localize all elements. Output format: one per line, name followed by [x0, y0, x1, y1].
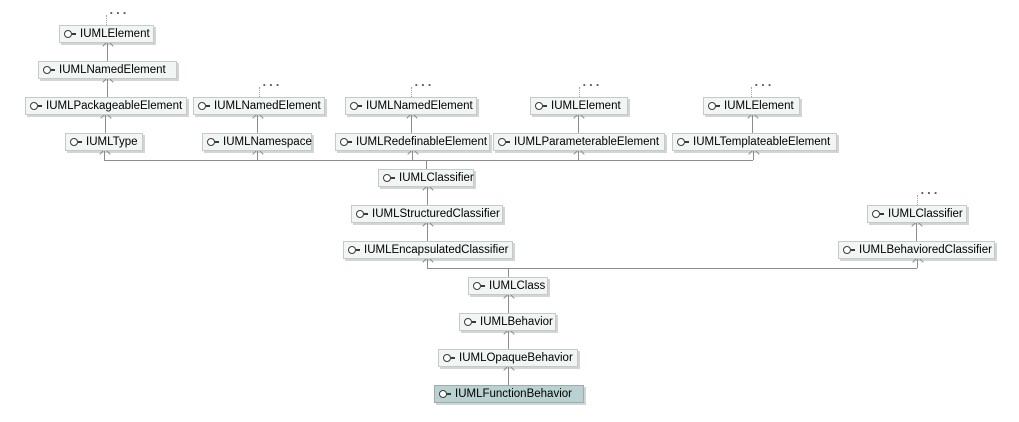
- inheritance-arrow: [252, 148, 264, 160]
- node-label: IUMLRedefinableElement: [356, 136, 488, 148]
- node-label: IUMLNamespace: [223, 136, 312, 148]
- dotted-connector: [917, 195, 918, 205]
- node-label: IUMLElement: [551, 100, 621, 112]
- node-label: IUMLTemplateableElement: [693, 136, 831, 148]
- node-class[interactable]: IUMLClass: [468, 277, 548, 295]
- interface-icon: [43, 66, 55, 74]
- interface-icon: [464, 318, 476, 326]
- node-behavior[interactable]: IUMLBehavior: [459, 313, 556, 331]
- inheritance-arrow: [406, 112, 418, 133]
- interface-icon: [872, 210, 884, 218]
- inheritance-arrow: [422, 220, 434, 241]
- interface-icon: [207, 138, 219, 146]
- node-label: IUMLNamedElement: [59, 64, 166, 76]
- interface-icon: [70, 138, 82, 146]
- interface-icon: [443, 354, 455, 362]
- node-packageableelement[interactable]: IUMLPackageableElement: [25, 97, 187, 115]
- ellipsis-label: ...: [919, 184, 939, 197]
- dotted-connector: [411, 87, 412, 97]
- interface-icon: [843, 246, 855, 254]
- node-element-3[interactable]: IUMLElement: [703, 97, 800, 115]
- node-behavioredclassifier[interactable]: IUMLBehavioredClassifier: [838, 241, 995, 259]
- node-label: IUMLClassifier: [399, 172, 474, 184]
- node-label: IUMLClassifier: [888, 208, 963, 220]
- inheritance-arrow: [252, 112, 264, 133]
- node-redefinableelement[interactable]: IUMLRedefinableElement: [335, 133, 490, 151]
- node-parameterableelement[interactable]: IUMLParameterableElement: [493, 133, 665, 151]
- node-namedelement-3[interactable]: IUMLNamedElement: [345, 97, 477, 115]
- ellipsis-label: ...: [753, 76, 773, 89]
- node-namespace[interactable]: IUMLNamespace: [202, 133, 312, 151]
- inheritance-arrow: [573, 112, 585, 133]
- inheritance-arrow: [503, 328, 515, 349]
- node-classifier-2[interactable]: IUMLClassifier: [867, 205, 967, 223]
- inheritance-arrow: [747, 112, 759, 133]
- dotted-connector: [106, 15, 107, 25]
- node-element-2[interactable]: IUMLElement: [530, 97, 628, 115]
- node-label: IUMLBehavioredClassifier: [859, 244, 992, 256]
- node-namedelement-2[interactable]: IUMLNamedElement: [193, 97, 325, 115]
- inheritance-arrow: [503, 364, 515, 385]
- node-label: IUMLNamedElement: [366, 100, 473, 112]
- inheritance-arrow: [422, 184, 434, 205]
- inheritance-arrow: [911, 220, 923, 241]
- node-label: IUMLType: [86, 136, 138, 148]
- interface-icon: [340, 138, 352, 146]
- node-label: IUMLStructuredClassifier: [372, 208, 500, 220]
- interface-icon: [535, 102, 547, 110]
- inheritance-arrow: [102, 76, 114, 97]
- node-label: IUMLOpaqueBehavior: [459, 352, 573, 364]
- inheritance-arrow: [100, 112, 112, 133]
- node-structuredclassifier[interactable]: IUMLStructuredClassifier: [351, 205, 503, 223]
- dotted-connector: [751, 87, 752, 97]
- interface-icon: [383, 174, 395, 182]
- node-namedelement-1[interactable]: IUMLNamedElement: [38, 61, 177, 79]
- node-element-1[interactable]: IUMLElement: [59, 25, 154, 43]
- bus-stem-line: [426, 160, 427, 169]
- inheritance-arrow: [99, 148, 111, 160]
- ellipsis-label: ...: [581, 76, 601, 89]
- node-label: IUMLEncapsulatedClassifier: [364, 244, 509, 256]
- dotted-connector: [579, 87, 580, 97]
- interface-icon: [348, 246, 360, 254]
- interface-icon: [64, 30, 76, 38]
- interface-icon: [439, 390, 451, 398]
- ellipsis-label: ...: [261, 76, 281, 89]
- interface-icon: [498, 138, 510, 146]
- ellipsis-label: ...: [413, 76, 433, 89]
- node-label: IUMLElement: [724, 100, 794, 112]
- inheritance-arrow: [102, 40, 114, 61]
- ellipsis-label: ...: [108, 4, 128, 17]
- interface-icon: [473, 282, 485, 290]
- node-type[interactable]: IUMLType: [65, 133, 143, 151]
- node-templateableelement[interactable]: IUMLTemplateableElement: [672, 133, 837, 151]
- node-label: IUMLFunctionBehavior: [455, 388, 572, 400]
- interface-icon: [677, 138, 689, 146]
- inheritance-arrow: [422, 256, 434, 268]
- node-label: IUMLBehavior: [480, 316, 553, 328]
- node-functionbehavior[interactable]: IUMLFunctionBehavior: [434, 385, 584, 403]
- inheritance-arrow: [407, 148, 419, 160]
- interface-icon: [350, 102, 362, 110]
- inheritance-arrow: [573, 148, 585, 160]
- node-label: IUMLElement: [80, 28, 150, 40]
- interface-icon: [30, 102, 42, 110]
- inheritance-arrow: [912, 256, 924, 268]
- inheritance-bus-line: [427, 268, 917, 269]
- node-encapsulatedclassifier[interactable]: IUMLEncapsulatedClassifier: [343, 241, 513, 259]
- interface-icon: [356, 210, 368, 218]
- inheritance-bus-line: [104, 160, 753, 161]
- node-label: IUMLNamedElement: [214, 100, 321, 112]
- inheritance-arrow: [503, 292, 515, 313]
- node-opaquebehavior[interactable]: IUMLOpaqueBehavior: [438, 349, 578, 367]
- node-label: IUMLParameterableElement: [514, 136, 660, 148]
- node-label: IUMLPackageableElement: [46, 100, 183, 112]
- interface-icon: [198, 102, 210, 110]
- bus-stem-line: [508, 268, 509, 277]
- inheritance-arrow: [748, 148, 760, 160]
- dotted-connector: [259, 87, 260, 97]
- node-label: IUMLClass: [489, 280, 546, 292]
- interface-icon: [708, 102, 720, 110]
- node-classifier-1[interactable]: IUMLClassifier: [378, 169, 474, 187]
